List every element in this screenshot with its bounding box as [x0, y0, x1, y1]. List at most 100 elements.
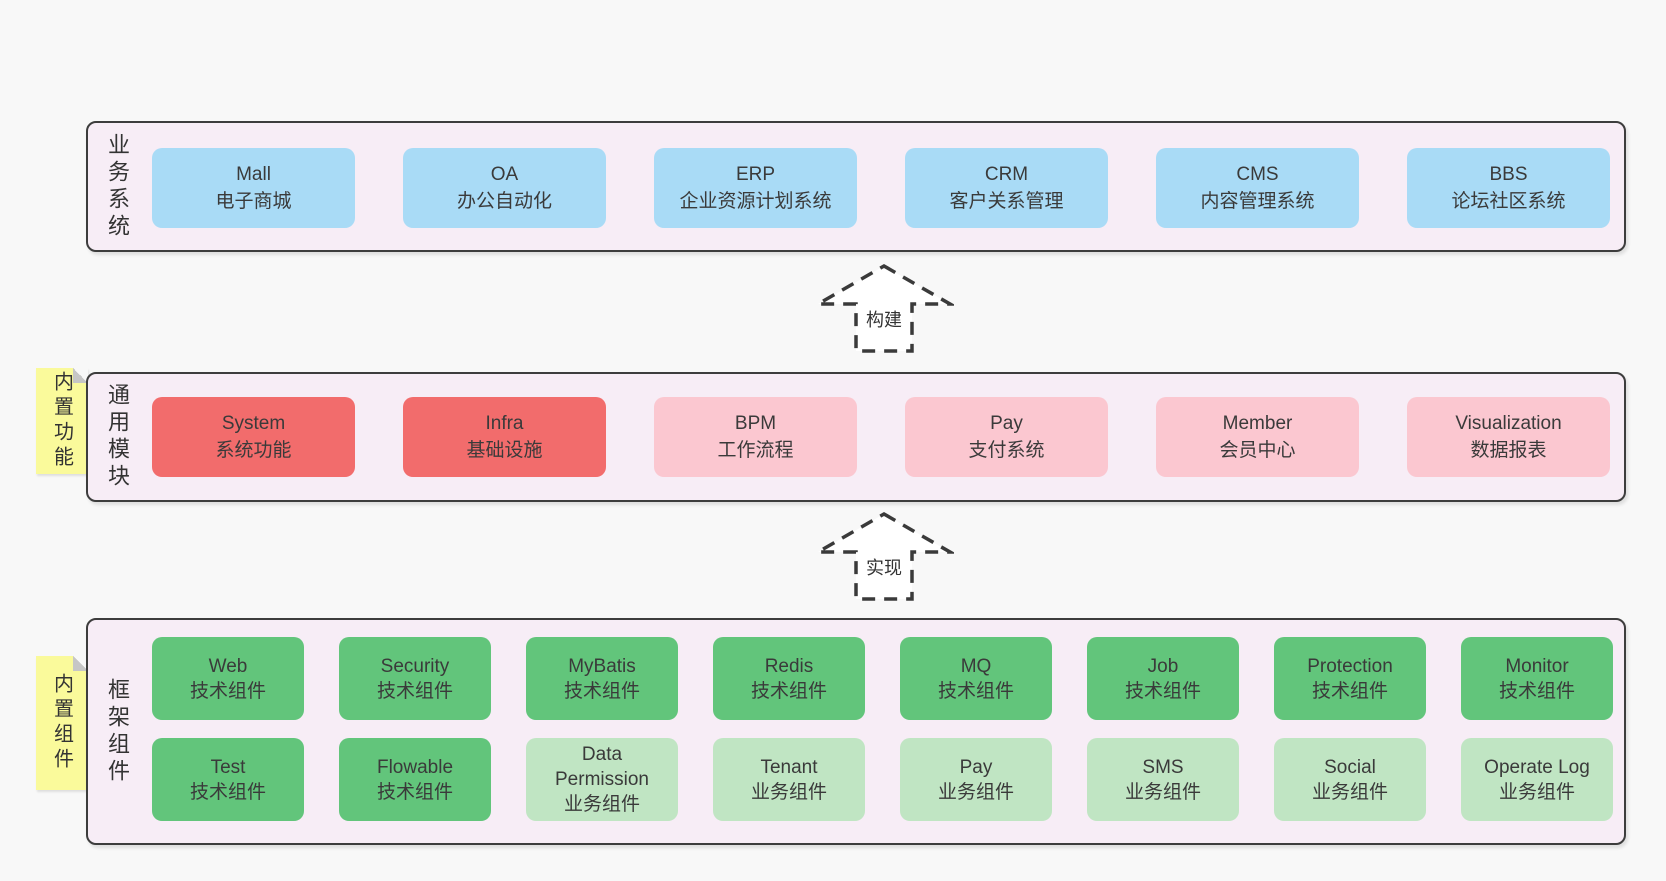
box-title: Redis [764, 655, 814, 677]
box-title: ERP [735, 164, 776, 185]
box-monitor: Monitor 技术组件 [1461, 637, 1613, 720]
box-row-modules: System 系统功能 Infra 基础设施 BPM 工作流程 Pay 支付系统… [152, 397, 1610, 477]
box-subtitle: 技术组件 [937, 680, 1014, 702]
box-subtitle: 技术组件 [189, 680, 266, 702]
box-subtitle: 系统功能 [215, 440, 292, 461]
box-infra: Infra 基础设施 [403, 397, 606, 477]
box-operate-log: Operate Log 业务组件 [1461, 738, 1613, 821]
layer-label-business-systems: 业务系统 [105, 132, 130, 241]
box-title: Infra [485, 413, 524, 434]
sticky-note-built-in-components: 内置组件 [36, 656, 88, 790]
box-title: Pay [959, 756, 993, 778]
box-subtitle: 技术组件 [376, 781, 453, 803]
box-system: System 系统功能 [152, 397, 355, 477]
box-subtitle: 支付系统 [968, 440, 1045, 461]
box-redis: Redis 技术组件 [713, 637, 865, 720]
box-social: Social 业务组件 [1274, 738, 1426, 821]
box-subtitle: 工作流程 [717, 440, 794, 461]
box-subtitle: 技术组件 [189, 781, 266, 803]
box-bpm: BPM 工作流程 [654, 397, 857, 477]
arrow-build: 构建 [814, 263, 954, 355]
box-title: BBS [1489, 164, 1528, 185]
box-title: MQ [960, 655, 992, 677]
panel-framework-components: 框架组件 Web 技术组件 Security 技术组件 MyBatis 技术组件… [86, 618, 1626, 845]
box-subtitle: 客户关系管理 [949, 191, 1064, 212]
box-oa: OA 办公自动化 [403, 148, 606, 228]
box-flowable: Flowable 技术组件 [339, 738, 491, 821]
folded-corner-icon [73, 368, 88, 383]
box-subtitle: 内容管理系统 [1200, 191, 1315, 212]
box-sms: SMS 业务组件 [1087, 738, 1239, 821]
box-subtitle: 企业资源计划系统 [679, 191, 832, 212]
arrow-implement: 实现 [814, 511, 954, 603]
box-title: Social [1324, 756, 1376, 778]
box-subtitle: 技术组件 [1311, 680, 1388, 702]
panel-common-modules: 通用模块 System 系统功能 Infra 基础设施 BPM 工作流程 Pay… [86, 372, 1626, 502]
box-subtitle: 论坛社区系统 [1451, 191, 1566, 212]
box-title: Protection [1307, 655, 1393, 677]
layer-label-common-modules: 通用模块 [105, 383, 130, 491]
box-cms: CMS 内容管理系统 [1156, 148, 1359, 228]
box-tenant: Tenant 业务组件 [713, 738, 865, 821]
box-member: Member 会员中心 [1156, 397, 1359, 477]
box-subtitle: 技术组件 [1124, 680, 1201, 702]
box-row-components-1: Web 技术组件 Security 技术组件 MyBatis 技术组件 Redi… [152, 637, 1613, 720]
box-title: CMS [1236, 164, 1279, 185]
box-subtitle: 电子商城 [215, 191, 292, 212]
box-title: Mall [236, 164, 271, 185]
box-subtitle: 业务组件 [750, 781, 827, 803]
box-pay-component: Pay 业务组件 [900, 738, 1052, 821]
sticky-label: 内置功能 [50, 371, 73, 471]
box-title: Web [208, 655, 248, 677]
box-title: OA [490, 164, 519, 185]
box-data-permission: Data Permission 业务组件 [526, 738, 678, 821]
box-subtitle: 业务组件 [1498, 781, 1575, 803]
box-subtitle: 业务组件 [563, 794, 640, 815]
box-mall: Mall 电子商城 [152, 148, 355, 228]
box-subtitle: 业务组件 [937, 781, 1014, 803]
up-arrow-icon [814, 263, 954, 353]
box-protection: Protection 技术组件 [1274, 637, 1426, 720]
box-row-components-2: Test 技术组件 Flowable 技术组件 Data Permission … [152, 738, 1613, 821]
box-subtitle: 业务组件 [1311, 781, 1388, 803]
box-web: Web 技术组件 [152, 637, 304, 720]
box-subtitle: 技术组件 [563, 680, 640, 702]
box-title: BPM [734, 413, 777, 434]
box-mq: MQ 技术组件 [900, 637, 1052, 720]
box-erp: ERP 企业资源计划系统 [654, 148, 857, 228]
box-title: Visualization [1455, 413, 1562, 434]
box-title: System [221, 413, 286, 434]
box-title: MyBatis [568, 655, 636, 677]
box-title: Pay [990, 413, 1023, 434]
box-mybatis: MyBatis 技术组件 [526, 637, 678, 720]
box-subtitle: 会员中心 [1219, 440, 1296, 461]
box-crm: CRM 客户关系管理 [905, 148, 1108, 228]
box-title: CRM [984, 164, 1029, 185]
box-pay-module: Pay 支付系统 [905, 397, 1108, 477]
box-title: Tenant [760, 756, 818, 778]
arrow-implement-label: 实现 [866, 558, 902, 578]
box-title: SMS [1142, 756, 1184, 778]
box-security: Security 技术组件 [339, 637, 491, 720]
box-subtitle: 技术组件 [376, 680, 453, 702]
box-title: Data Permission [555, 744, 649, 790]
box-title: Job [1147, 655, 1179, 677]
box-title: Test [210, 756, 246, 778]
panel-business-systems: 业务系统 Mall 电子商城 OA 办公自动化 ERP 企业资源计划系统 CRM… [86, 121, 1626, 252]
arrow-build-label: 构建 [866, 310, 902, 330]
sticky-note-built-in-features: 内置功能 [36, 368, 88, 474]
layer-label-framework-components: 框架组件 [105, 677, 130, 786]
box-row-business: Mall 电子商城 OA 办公自动化 ERP 企业资源计划系统 CRM 客户关系… [152, 148, 1610, 228]
box-title: Monitor [1505, 655, 1569, 677]
box-subtitle: 基础设施 [466, 440, 543, 461]
box-subtitle: 业务组件 [1124, 781, 1201, 803]
box-title: Security [380, 655, 450, 677]
box-job: Job 技术组件 [1087, 637, 1239, 720]
box-title: Operate Log [1484, 756, 1590, 778]
up-arrow-icon [814, 511, 954, 601]
box-subtitle: 技术组件 [1498, 680, 1575, 702]
sticky-label: 内置组件 [50, 673, 73, 773]
box-title: Flowable [376, 756, 454, 778]
folded-corner-icon [73, 656, 88, 671]
